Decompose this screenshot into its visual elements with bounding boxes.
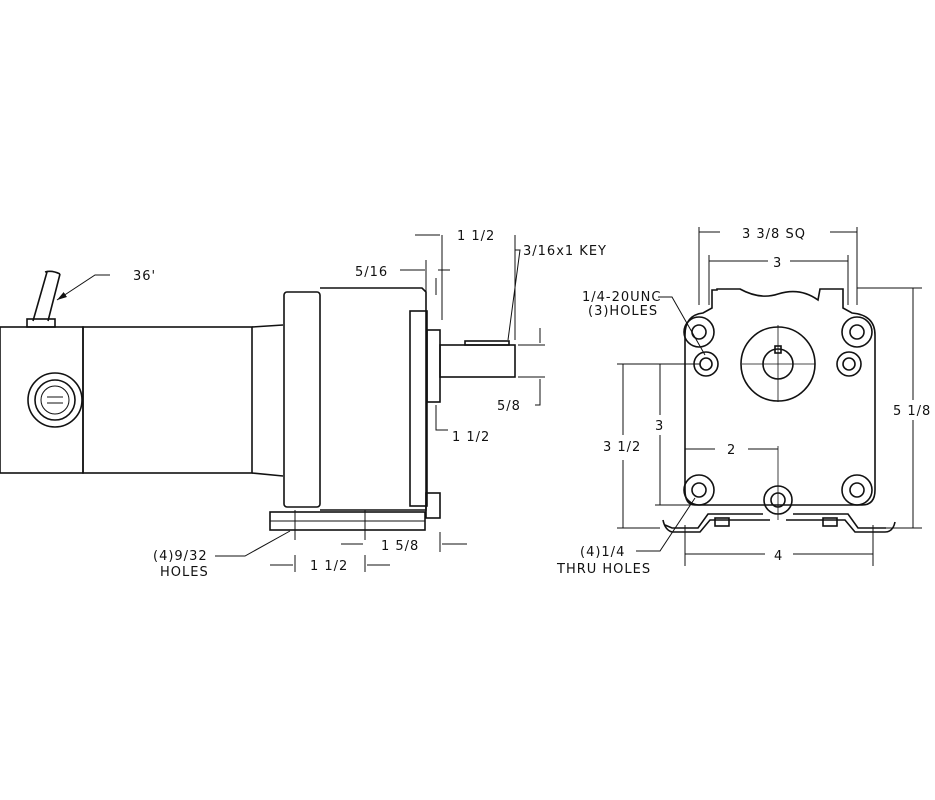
cable-length-label: 36' xyxy=(133,269,156,284)
base-offset-label: 1 5/8 xyxy=(381,539,419,554)
key-label: 3/16x1 KEY xyxy=(523,244,607,259)
base-foot xyxy=(425,492,441,519)
thru-holes-label-1: (4)1/4 xyxy=(580,545,625,560)
gearbox-flange xyxy=(283,291,321,508)
foot-nut-left xyxy=(714,517,730,527)
overall-height-label: 5 1/8 xyxy=(893,404,931,419)
front-view: 3 3/8 SQ 3 1/4-20UNC (3)HOLES 5 1/8 3 1/… xyxy=(556,227,931,577)
top-dims xyxy=(698,227,858,305)
foot-width-label: 4 xyxy=(774,549,783,564)
tapped-holes-label-1: 1/4-20UNC xyxy=(582,290,661,305)
base-holes-leader xyxy=(215,530,291,557)
shaft-height-total-label: 3 1/2 xyxy=(603,440,641,455)
shaft-pilot xyxy=(426,329,441,403)
cable-grommet xyxy=(26,318,56,328)
thru-holes-label-2: THRU HOLES xyxy=(556,562,651,577)
tapped-holes-label-2: (3)HOLES xyxy=(588,304,658,319)
base-holes-label-2: HOLES xyxy=(160,565,209,580)
half-width-label: 2 xyxy=(727,443,736,458)
height-dims xyxy=(857,287,922,529)
base-holes-label-1: (4)9/32 xyxy=(153,549,208,564)
face-plate xyxy=(409,310,428,507)
motor-taper xyxy=(251,324,284,477)
shaft-height-label: 3 xyxy=(655,419,664,434)
bolt-spacing-label: 3 xyxy=(773,256,782,271)
centerlines xyxy=(742,325,815,520)
shaft-key xyxy=(464,340,510,346)
cable-leader xyxy=(56,274,110,301)
mounting-foot xyxy=(662,513,896,533)
base-hole-spacing-label: 1 1/2 xyxy=(310,559,348,574)
output-shaft xyxy=(439,344,516,378)
foot-width-dim xyxy=(684,525,874,566)
tapped-holes-leader xyxy=(658,296,706,356)
shaft-length-label: 1 1/2 xyxy=(457,229,495,244)
foot-nut-right xyxy=(822,517,838,527)
base-hole-centerlines xyxy=(270,510,425,540)
shaft-diameter-label: 5/8 xyxy=(497,399,521,414)
shaft-height-dims xyxy=(617,363,700,529)
knob-icon xyxy=(27,372,83,428)
pilot-leader xyxy=(435,405,448,431)
base-dims xyxy=(270,532,467,572)
flange-dims xyxy=(400,234,521,341)
side-view: 36' 5/16 1 1/2 3/16x1 KEY 5/8 1 1/2 (4)9… xyxy=(0,229,607,580)
flange-thickness-label: 5/16 xyxy=(355,265,388,280)
square-label: 3 3/8 SQ xyxy=(742,227,806,242)
shaft-diameter-dims xyxy=(518,328,545,406)
pilot-length-label: 1 1/2 xyxy=(452,430,490,445)
gearbox-housing xyxy=(684,288,876,506)
motor-body xyxy=(82,326,253,474)
thru-holes-leader xyxy=(636,497,696,552)
motor-cable xyxy=(32,270,61,322)
